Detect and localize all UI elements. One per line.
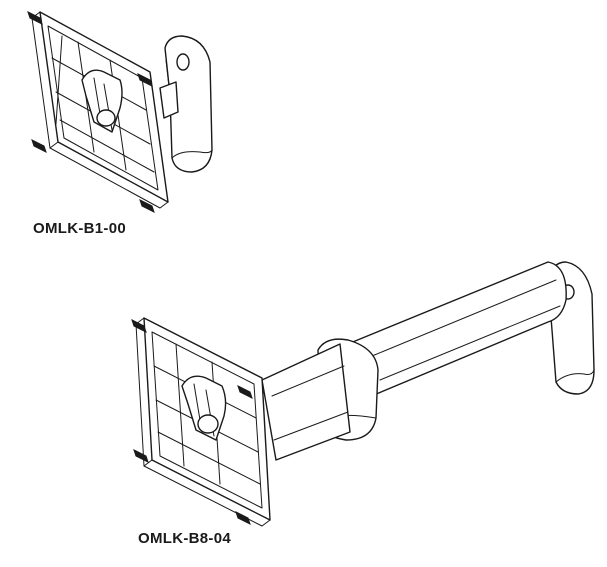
screws-bottom: [131, 319, 253, 525]
model-label-short: OMLK-B1-00: [33, 220, 127, 237]
vesa-plate: [31, 11, 169, 209]
mount-short: [27, 11, 213, 213]
wall-bracket: [164, 35, 213, 173]
arm-segment-inner: [261, 343, 351, 461]
mount-long: [131, 261, 595, 527]
screws-top: [27, 11, 155, 213]
arm-segment-outer: [337, 261, 567, 401]
neck: [159, 81, 179, 119]
vesa-plate-long: [135, 317, 271, 527]
model-label-long: OMLK-B8-04: [138, 530, 232, 547]
